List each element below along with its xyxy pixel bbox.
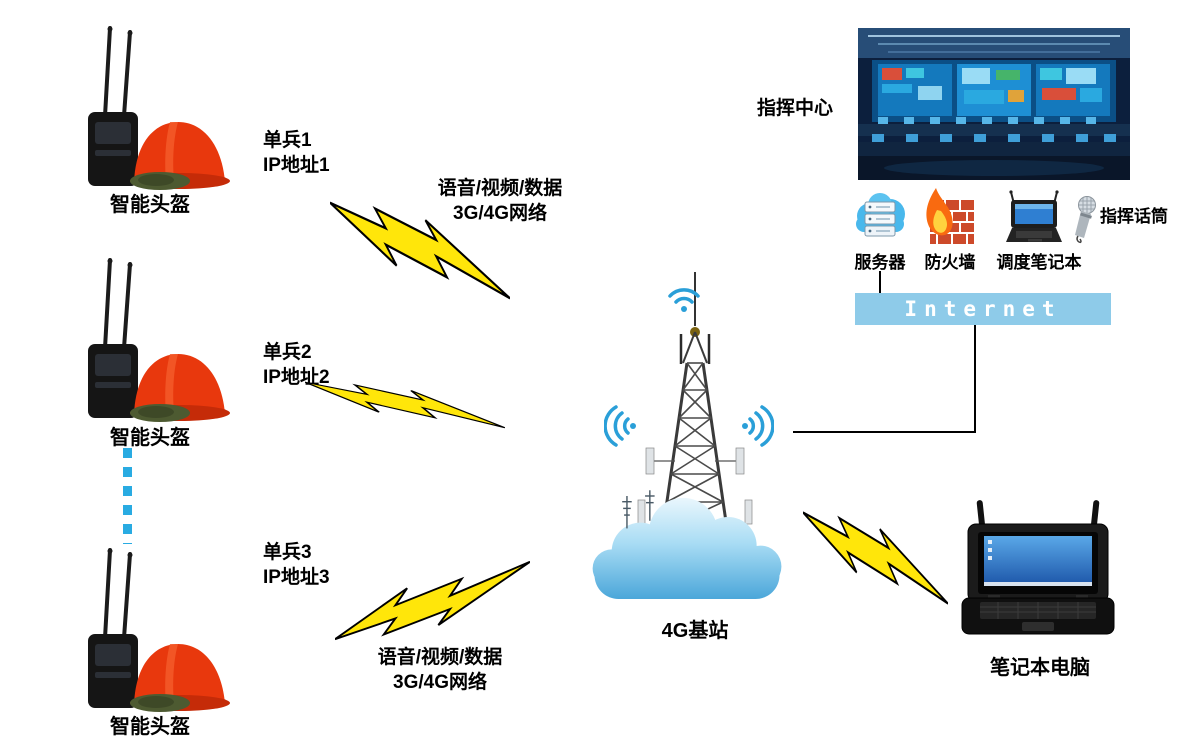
lightning-bolt-icon bbox=[330, 201, 510, 300]
soldier-2-label: 单兵2 IP地址2 bbox=[263, 340, 330, 390]
link-label-top-line2: 3G/4G网络 bbox=[453, 203, 547, 225]
rugged-laptop-icon bbox=[961, 500, 1115, 635]
smart-helmet-icon bbox=[86, 548, 230, 713]
cloud-icon bbox=[592, 490, 782, 599]
server-label: 服务器 bbox=[854, 253, 906, 272]
wifi-signal-top-icon bbox=[668, 288, 700, 312]
smart-helmet-label: 智能头盔 bbox=[110, 716, 190, 738]
base-station-label: 4G基站 bbox=[661, 620, 729, 642]
link-label-bottom: 语音/视频/数据 3G/4G网络 bbox=[340, 645, 540, 695]
rugged-laptop-label: 笔记本电脑 bbox=[990, 657, 1090, 679]
dotted-continuation-line bbox=[123, 448, 132, 544]
smart-helmet-icon bbox=[86, 258, 230, 423]
wifi-signal-right-icon bbox=[740, 405, 774, 447]
smart-helmet-label: 智能头盔 bbox=[110, 427, 190, 449]
internet-bar: Internet bbox=[855, 293, 1111, 325]
firewall-icon bbox=[926, 188, 974, 244]
soldier-2-unit: 单兵2 bbox=[263, 342, 312, 363]
microphone-icon bbox=[1075, 196, 1096, 244]
link-label-bottom-line2: 3G/4G网络 bbox=[393, 672, 487, 694]
firewall-label: 防火墙 bbox=[924, 253, 976, 272]
internet-label: Internet bbox=[904, 297, 1062, 321]
command-center-label: 指挥中心 bbox=[757, 98, 834, 119]
command-center-photo bbox=[858, 28, 1130, 180]
soldier-1-ip: IP地址1 bbox=[263, 155, 330, 177]
soldier-2-ip: IP地址2 bbox=[263, 367, 330, 389]
soldier-1-unit: 单兵1 bbox=[263, 130, 312, 151]
link-label-top: 语音/视频/数据 3G/4G网络 bbox=[405, 176, 595, 226]
dispatch-laptop-label: 调度笔记本 bbox=[996, 253, 1082, 272]
smart-helmet-label: 智能头盔 bbox=[110, 194, 190, 216]
lightning-bolt-icon bbox=[305, 381, 505, 429]
dispatch-laptop-icon bbox=[1006, 190, 1062, 242]
command-mic-label: 指挥话筒 bbox=[1100, 207, 1168, 226]
link-label-bottom-line1: 语音/视频/数据 bbox=[377, 647, 503, 668]
smart-helmet-icon bbox=[86, 26, 230, 191]
soldier-3-ip: IP地址3 bbox=[263, 567, 330, 589]
soldier-3-label: 单兵3 IP地址3 bbox=[263, 540, 330, 590]
wifi-signal-left-icon bbox=[604, 405, 638, 447]
soldier-3-unit: 单兵3 bbox=[263, 542, 312, 563]
cloud-antenna-icon bbox=[622, 490, 655, 529]
lightning-bolt-icon bbox=[335, 560, 530, 641]
link-label-top-line1: 语音/视频/数据 bbox=[437, 178, 563, 199]
server-icon bbox=[856, 193, 905, 237]
lightning-bolt-icon bbox=[803, 511, 948, 605]
soldier-1-label: 单兵1 IP地址1 bbox=[263, 128, 330, 178]
